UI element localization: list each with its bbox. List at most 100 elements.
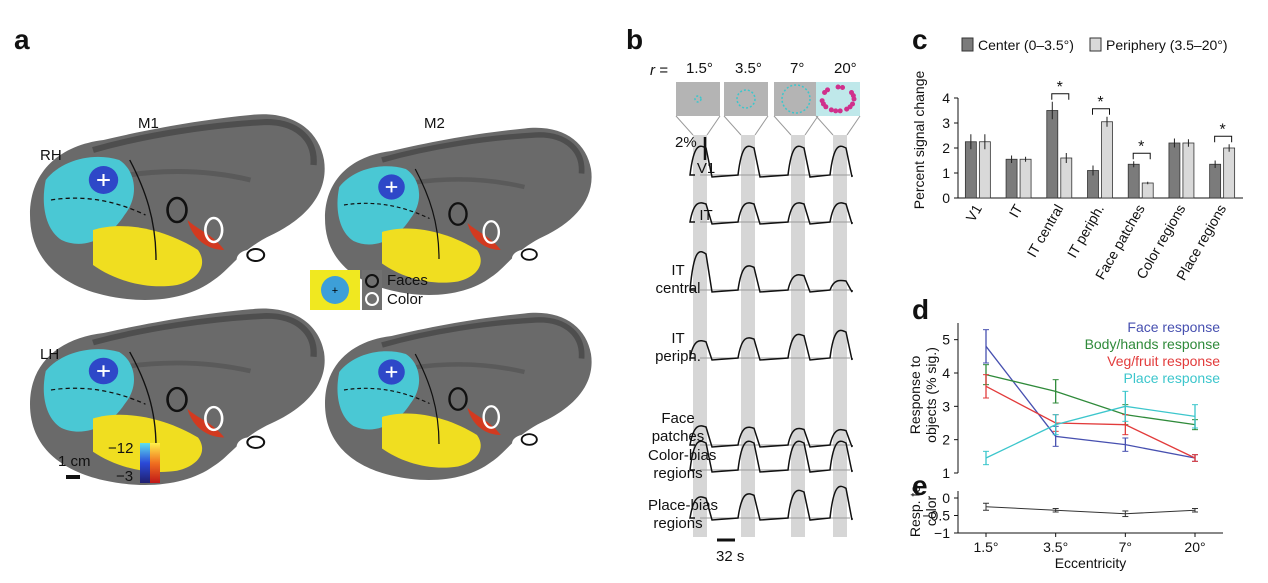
x-tick-label: 20° bbox=[1184, 539, 1205, 555]
row-label: periph. bbox=[655, 348, 701, 365]
r-label: r = bbox=[650, 62, 668, 79]
bar bbox=[978, 141, 991, 199]
legend-label: Face response bbox=[1127, 319, 1220, 335]
bold-timecourse bbox=[689, 202, 853, 225]
row-label: patches bbox=[651, 428, 705, 445]
bar bbox=[1223, 147, 1236, 199]
row-label: regions bbox=[653, 515, 703, 532]
legend-label: Veg/fruit response bbox=[1107, 353, 1220, 369]
series-line bbox=[985, 345, 1196, 459]
y-tick-label: 0 bbox=[942, 190, 950, 206]
panel-letter-a: a bbox=[14, 24, 30, 55]
bar bbox=[1141, 182, 1154, 199]
row-label: Color-bias bbox=[648, 447, 717, 464]
legend-faces-label: Faces bbox=[387, 272, 428, 289]
row-label: IT bbox=[671, 330, 685, 347]
connector-line bbox=[706, 115, 721, 136]
stimulus-period-band bbox=[693, 135, 707, 537]
stimulus-thumbnail bbox=[774, 82, 818, 116]
row-label: regions bbox=[653, 465, 703, 482]
stimulus-period-band bbox=[791, 135, 805, 537]
connector-line bbox=[773, 115, 792, 136]
ecc-label-3: 7° bbox=[790, 60, 805, 77]
connector-line bbox=[846, 115, 861, 136]
bar bbox=[1101, 121, 1113, 199]
y-tick-label: 3 bbox=[942, 115, 950, 131]
brain-label-m1: M1 bbox=[138, 115, 159, 132]
stimulus-ring bbox=[781, 84, 811, 114]
legend-label: Center (0–3.5°) bbox=[978, 37, 1074, 53]
panel-letter-e: e bbox=[912, 470, 928, 501]
legend-swatch bbox=[961, 37, 974, 52]
legend-label: Place response bbox=[1123, 370, 1220, 386]
hemisphere-label-rh: RH bbox=[40, 147, 62, 164]
series-line bbox=[985, 506, 1196, 515]
bar bbox=[1046, 110, 1059, 199]
legend-label: Body/hands response bbox=[1085, 336, 1221, 352]
connector-line bbox=[804, 115, 819, 136]
scale-bar-label: 1 cm bbox=[58, 453, 91, 470]
stimulus-dot bbox=[822, 89, 828, 95]
colorbar-top-label: −12 bbox=[108, 440, 134, 457]
stimulus-dot bbox=[840, 84, 846, 90]
panel-a-colorbar bbox=[140, 443, 160, 483]
series-line bbox=[985, 405, 1196, 459]
connector-line bbox=[754, 115, 769, 136]
scale-y-label: 2% bbox=[675, 134, 697, 151]
y-tick-label: 1 bbox=[942, 465, 950, 481]
brain-label-m2: M2 bbox=[424, 115, 445, 132]
bar bbox=[1209, 163, 1222, 199]
panel-a-legend: + bbox=[310, 270, 382, 310]
brain-map-rh-m2 bbox=[325, 128, 592, 295]
legend-swatch bbox=[1089, 37, 1102, 52]
panel-letter-b: b bbox=[626, 24, 644, 55]
row-label: IT bbox=[671, 262, 685, 279]
connector-line bbox=[723, 115, 742, 136]
legend-color-label: Color bbox=[387, 291, 423, 308]
bold-timecourse bbox=[689, 145, 853, 178]
panel-letter-d: d bbox=[912, 294, 930, 325]
y-tick-label: 1 bbox=[942, 165, 950, 181]
bar bbox=[1127, 163, 1140, 199]
stimulus-dot bbox=[833, 108, 839, 114]
y-axis-label: Resp. to bbox=[910, 485, 923, 537]
legend-label: Periphery (3.5–20°) bbox=[1106, 37, 1228, 53]
ecc-label-4: 20° bbox=[834, 60, 857, 77]
y-tick-label: 0 bbox=[942, 490, 950, 506]
y-tick-label: 3 bbox=[942, 398, 950, 414]
x-tick-label: IT central bbox=[1023, 202, 1066, 260]
colorbar-bottom-label: −3 bbox=[116, 468, 134, 485]
x-tick-label: 7° bbox=[1119, 539, 1132, 555]
bar bbox=[1182, 142, 1195, 199]
significance-bracket bbox=[1132, 152, 1151, 160]
bold-timecourse bbox=[689, 251, 853, 293]
stimulus-dot bbox=[835, 84, 841, 90]
stimulus-period-band bbox=[833, 135, 847, 537]
x-tick-label: 3.5° bbox=[1043, 539, 1068, 555]
y-tick-label: 4 bbox=[942, 365, 950, 381]
significance-star: * bbox=[1097, 94, 1103, 111]
ecc-label-1: 1.5° bbox=[686, 60, 713, 77]
row-label: IT bbox=[699, 207, 713, 224]
stimulus-dot bbox=[849, 90, 855, 96]
bold-timecourse bbox=[689, 329, 853, 361]
stimulus-dot bbox=[850, 101, 856, 107]
y-tick-label: 4 bbox=[942, 90, 950, 106]
scale-bar bbox=[66, 475, 80, 479]
scale-x-label: 32 s bbox=[716, 548, 745, 565]
panel-letter-c: c bbox=[912, 24, 928, 55]
row-label: V1 bbox=[696, 160, 716, 177]
significance-star: * bbox=[1220, 121, 1226, 138]
significance-bracket bbox=[1051, 93, 1070, 100]
ecc-label-2: 3.5° bbox=[735, 60, 762, 77]
bar bbox=[1168, 142, 1181, 199]
stimulus-ring bbox=[736, 89, 756, 109]
stimulus-thumbnail bbox=[676, 82, 720, 116]
connector-line bbox=[815, 115, 834, 136]
hemisphere-label-lh: LH bbox=[40, 346, 60, 363]
connector-line bbox=[675, 115, 694, 136]
panel-a-brain-maps: + bbox=[0, 0, 610, 583]
row-label: Face bbox=[661, 410, 695, 427]
row-label: Place-bias bbox=[648, 497, 719, 514]
